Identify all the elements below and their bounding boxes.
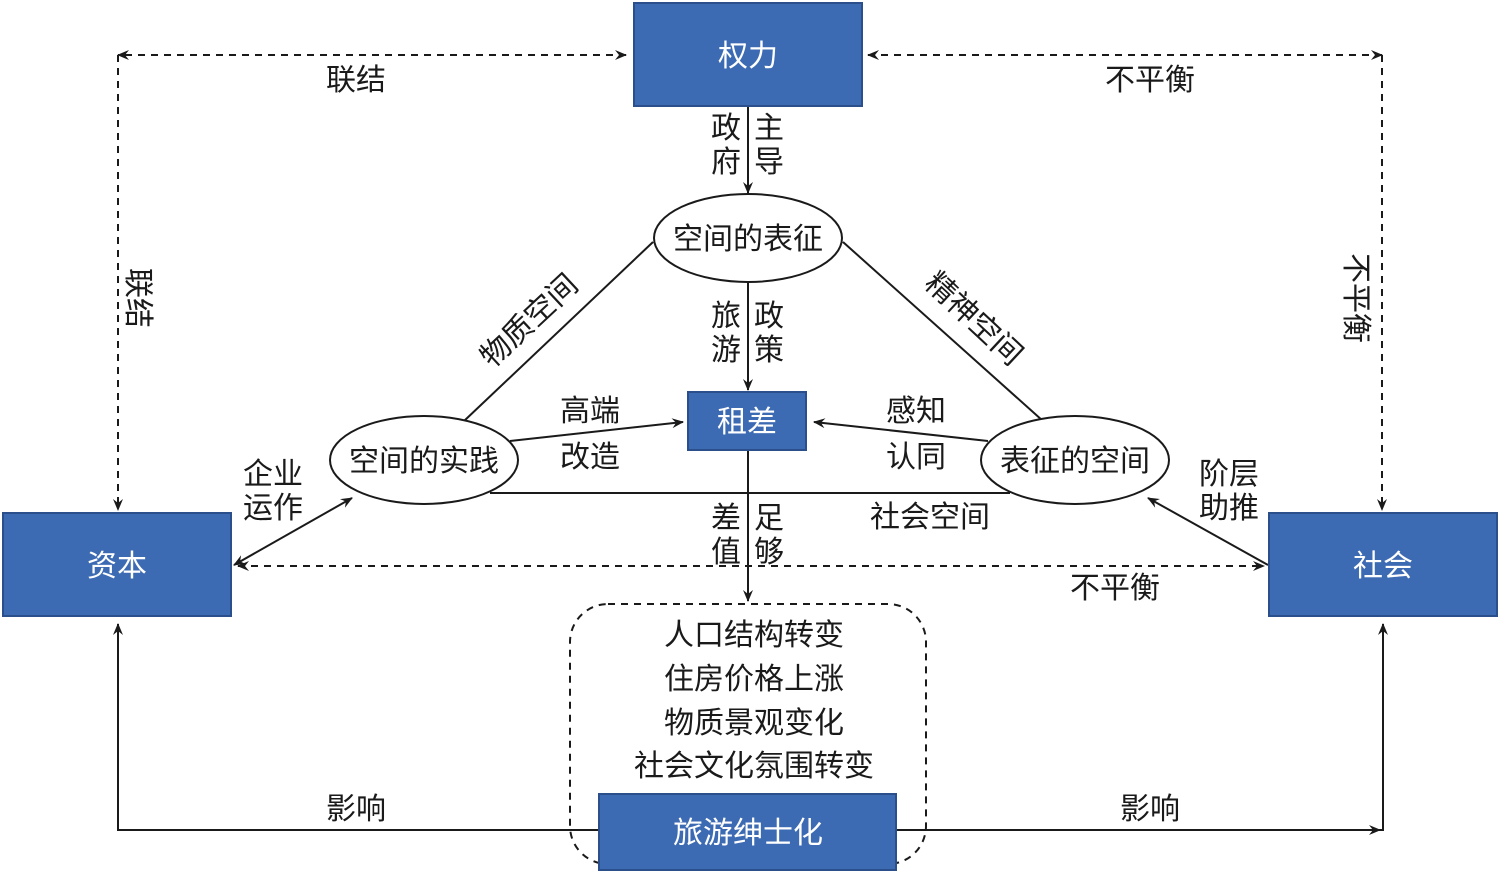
label-diff-1: 差 <box>711 501 741 536</box>
effect-item: 人口结构转变 <box>664 618 844 653</box>
label-tourism-1: 旅 <box>711 299 741 334</box>
spatial-practice-label: 空间的实践 <box>349 444 499 479</box>
label-social-space: 社会空间 <box>870 500 990 535</box>
tourism-gentrification-label: 旅游绅士化 <box>673 816 823 851</box>
label-policy-2: 策 <box>754 333 784 368</box>
label-diff-2: 值 <box>711 535 741 570</box>
label-influence-left: 影响 <box>326 792 386 827</box>
representation-of-space-label: 空间的表征 <box>673 222 823 257</box>
label-spiritual-space: 精神空间 <box>918 265 1030 372</box>
label-highend-2: 改造 <box>560 440 620 475</box>
label-enterprise-1: 企业 <box>243 457 303 492</box>
tourism-gentrification-box: 旅游绅士化 <box>598 793 897 871</box>
capital-label: 资本 <box>87 549 147 584</box>
label-lead-2: 导 <box>754 145 784 180</box>
label-class-1: 阶层 <box>1199 457 1259 492</box>
label-class-2: 助推 <box>1199 491 1259 526</box>
representational-space-oval: 表征的空间 <box>980 415 1170 505</box>
label-perception-1: 感知 <box>886 394 946 429</box>
power-box: 权力 <box>633 2 863 107</box>
arrow-perception-to-rentgap <box>813 418 989 442</box>
label-enterprise-2: 运作 <box>243 491 303 526</box>
label-imbalance-right: 不平衡 <box>1338 253 1373 343</box>
arrow-society-to-representational <box>1147 497 1269 566</box>
arrow-highend-to-rentgap <box>509 418 684 442</box>
effect-item: 社会文化氛围转变 <box>634 749 874 784</box>
label-perception-2: 认同 <box>886 440 946 475</box>
arrow-influence-right <box>897 623 1388 831</box>
label-imbalance-bottom: 不平衡 <box>1070 571 1160 606</box>
label-policy-1: 政 <box>754 299 784 334</box>
label-enough-1: 足 <box>754 501 784 536</box>
label-gov-1: 政 <box>711 111 741 146</box>
label-enough-2: 够 <box>754 535 784 570</box>
effects-box <box>569 603 927 865</box>
label-link-left: 联结 <box>120 268 155 328</box>
label-gov-2: 府 <box>711 145 741 180</box>
representational-space-label: 表征的空间 <box>1000 444 1150 479</box>
arrow-capital-practice <box>233 497 353 566</box>
label-tourism-2: 游 <box>711 333 741 368</box>
rent-gap-box: 租差 <box>687 391 807 451</box>
society-label: 社会 <box>1353 549 1413 584</box>
power-label: 权力 <box>718 39 778 74</box>
label-lead-1: 主 <box>754 111 784 146</box>
line-spiritual-space <box>842 241 1044 422</box>
representation-of-space-oval: 空间的表征 <box>653 193 843 283</box>
label-influence-right: 影响 <box>1120 792 1180 827</box>
label-imbalance-top: 不平衡 <box>1105 63 1195 98</box>
arrow-influence-left <box>113 623 598 831</box>
label-link-top: 联结 <box>326 63 386 98</box>
spatial-practice-oval: 空间的实践 <box>329 415 519 505</box>
effect-item: 物质景观变化 <box>664 706 844 741</box>
society-box: 社会 <box>1268 512 1498 617</box>
line-material-space <box>463 241 654 422</box>
label-highend-1: 高端 <box>560 394 620 429</box>
rent-gap-label: 租差 <box>717 405 777 440</box>
effect-item: 住房价格上涨 <box>664 662 844 697</box>
capital-box: 资本 <box>2 512 232 617</box>
